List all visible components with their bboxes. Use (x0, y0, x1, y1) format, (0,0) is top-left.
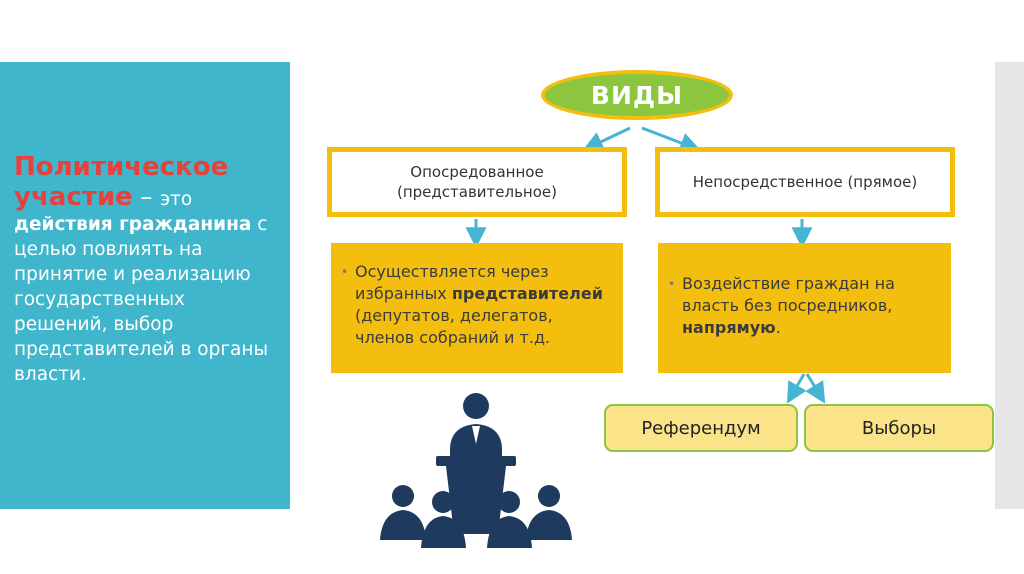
definition-term-line1: Политическое (14, 152, 229, 182)
definition-emphasis: действия гражданина (14, 214, 252, 235)
types-root-label: ВИДЫ (590, 80, 684, 110)
definition-dash: – (132, 183, 160, 211)
indirect-desc-bold: представителей (451, 284, 603, 303)
definition-text-start: это (159, 189, 193, 210)
indirect-description-box: • Осуществляется через избранных предста… (331, 243, 623, 373)
direct-description-box: • Воздействие граждан на власть без поср… (658, 243, 951, 373)
left-panel (0, 62, 290, 509)
definition-text: Политическое участие – это действия граж… (14, 152, 284, 387)
indirect-desc-part2: (депутатов, делегатов, членов собраний и… (355, 306, 553, 347)
definition-text-rest: с целью повлиять на принятие и реализаци… (14, 214, 269, 385)
indirect-title: Опосредованное (410, 163, 544, 181)
arrow-root-to-indirect (582, 126, 631, 152)
direct-desc-bold: напрямую (682, 318, 776, 337)
right-decor-bar (995, 62, 1024, 509)
bullet-dot-icon: • (341, 265, 349, 279)
definition-term-line2: участие (14, 182, 133, 212)
arrow-desc-to-referendum (786, 373, 807, 404)
referendum-node: Референдум (604, 404, 798, 452)
indirect-description-text: Осуществляется через избранных представи… (355, 261, 613, 349)
elections-label: Выборы (861, 417, 937, 439)
direct-desc-part2: . (775, 318, 781, 337)
direct-description-text: Воздействие граждан на власть без посред… (682, 273, 941, 339)
direct-participation-box: Непосредственное (прямое) (655, 147, 955, 217)
arrow-desc-to-elections (805, 373, 826, 404)
indirect-participation-box: Опосредованное (представительное) (327, 147, 627, 217)
elections-node: Выборы (804, 404, 994, 452)
direct-desc-part1: Воздействие граждан на власть без посред… (682, 274, 895, 315)
bullet-dot-icon: • (668, 277, 676, 291)
indirect-subtitle: (представительное) (396, 183, 557, 201)
types-root-node: ВИДЫ (541, 70, 733, 120)
direct-title: Непосредственное (прямое) (692, 173, 918, 191)
speaker-audience-icon (380, 393, 572, 548)
referendum-label: Референдум (641, 417, 761, 439)
indirect-desc-part1: Осуществляется через избранных (355, 262, 549, 303)
arrow-root-to-direct (641, 126, 701, 153)
